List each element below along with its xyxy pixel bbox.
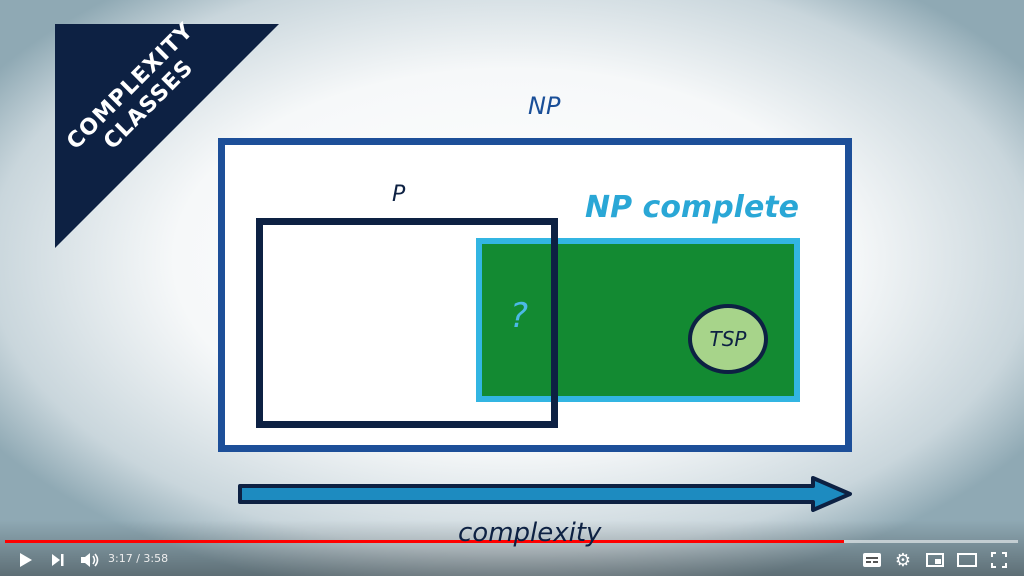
volume-icon	[81, 553, 99, 567]
settings-button[interactable]: ⚙	[891, 549, 915, 571]
theater-icon	[957, 553, 977, 567]
time-display: 3:17 / 3:58	[108, 552, 169, 565]
progress-bar[interactable]	[5, 540, 1018, 543]
next-icon	[52, 554, 64, 566]
volume-button[interactable]	[78, 549, 102, 571]
fullscreen-icon	[991, 552, 1007, 568]
fullscreen-button[interactable]	[987, 549, 1011, 571]
subtitles-icon	[863, 553, 881, 567]
play-icon	[20, 553, 32, 567]
np-complete-label: NP complete	[585, 190, 799, 225]
player-controls	[0, 520, 1024, 576]
p-label: P	[392, 182, 406, 207]
p-set-box	[256, 218, 558, 428]
tsp-circle: TSP	[688, 304, 768, 374]
tsp-label: TSP	[709, 327, 747, 351]
question-mark: ?	[510, 296, 529, 336]
subtitles-button[interactable]	[860, 549, 884, 571]
progress-fill	[5, 540, 844, 543]
settings-icon: ⚙	[894, 549, 912, 571]
miniplayer-button[interactable]	[923, 549, 947, 571]
complexity-label: complexity	[458, 518, 602, 548]
next-button[interactable]	[46, 549, 70, 571]
play-button[interactable]	[14, 549, 38, 571]
complexity-arrow	[238, 476, 852, 512]
np-label: NP	[528, 92, 561, 120]
theater-mode-button[interactable]	[955, 549, 979, 571]
miniplayer-icon	[926, 553, 944, 567]
